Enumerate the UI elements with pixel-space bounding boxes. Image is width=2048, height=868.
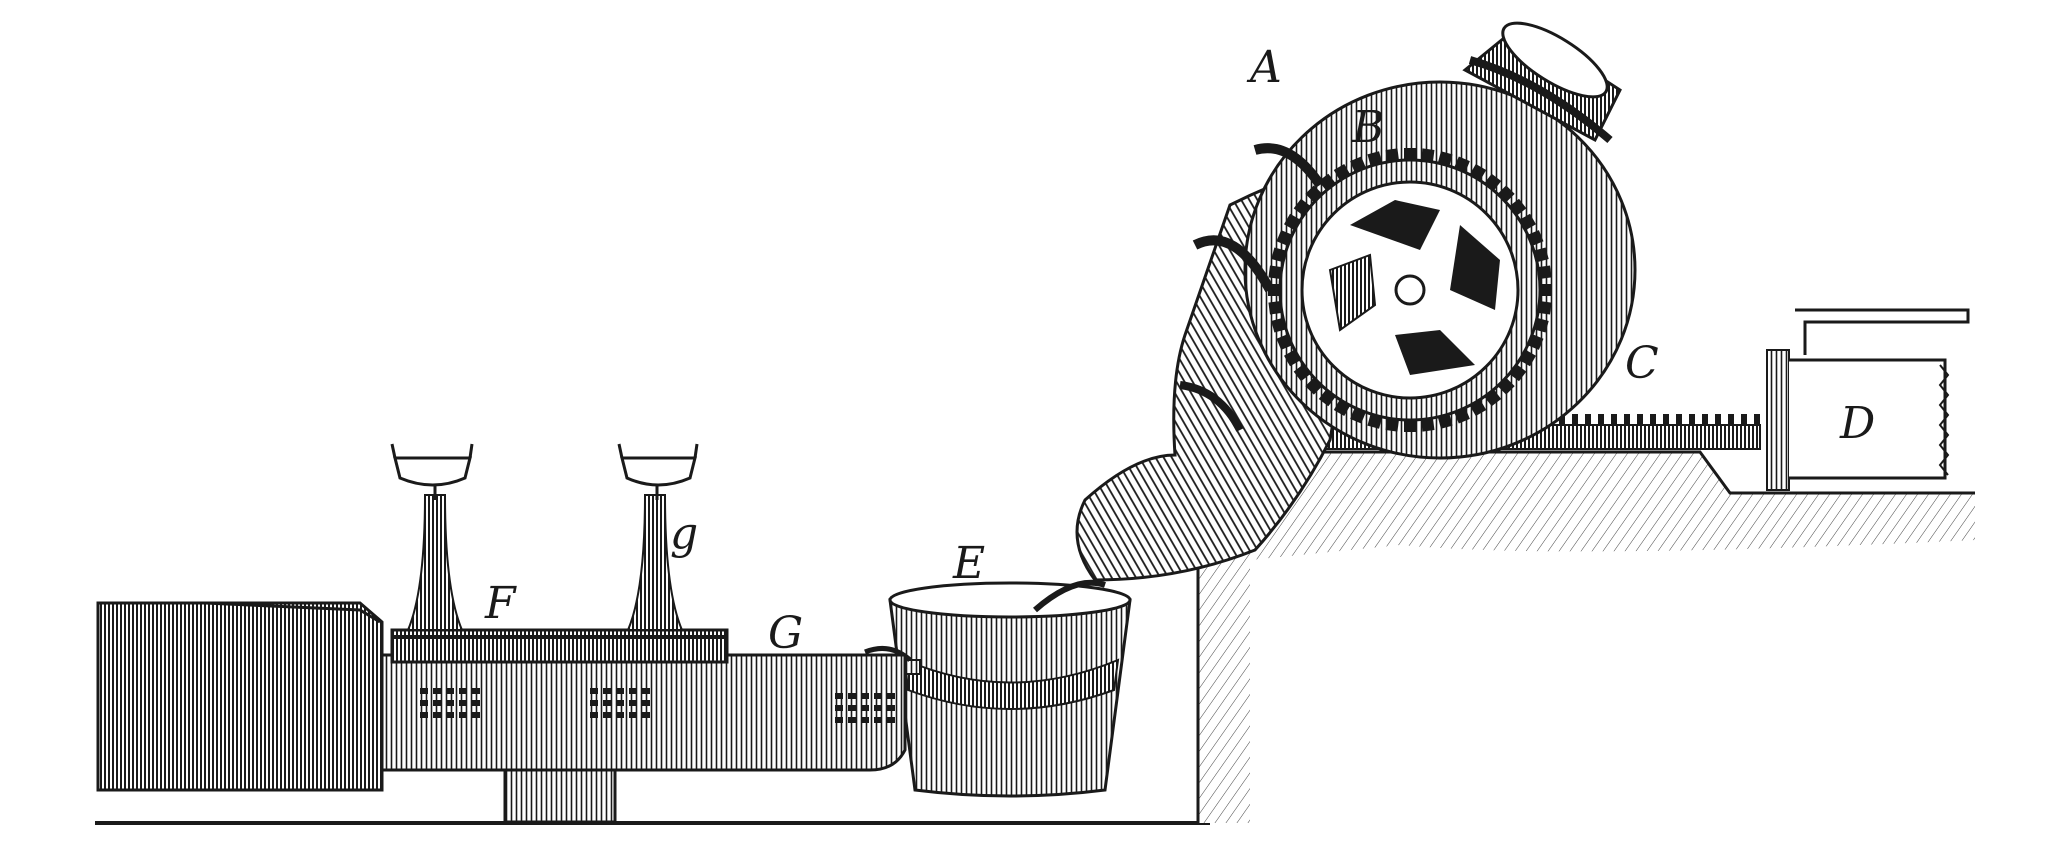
gear-wheel-b [1268, 148, 1552, 432]
stand-right [617, 443, 699, 631]
pedestal [503, 768, 617, 824]
label-c: C [1625, 338, 1659, 389]
mould-trough-f [380, 628, 907, 772]
label-a: A [1246, 42, 1282, 93]
label-b: B [1351, 102, 1384, 153]
label-d: D [1839, 398, 1875, 449]
label-g-lower: g [670, 508, 698, 559]
stand-left [390, 443, 474, 631]
block-left [96, 601, 384, 792]
hydraulic-cylinder-d [1766, 308, 1970, 491]
label-f: F [484, 578, 517, 629]
label-e: E [952, 538, 985, 589]
ladle-e [888, 579, 1132, 798]
masonry-platform [1196, 450, 1975, 823]
label-g-upper: G [768, 608, 803, 659]
